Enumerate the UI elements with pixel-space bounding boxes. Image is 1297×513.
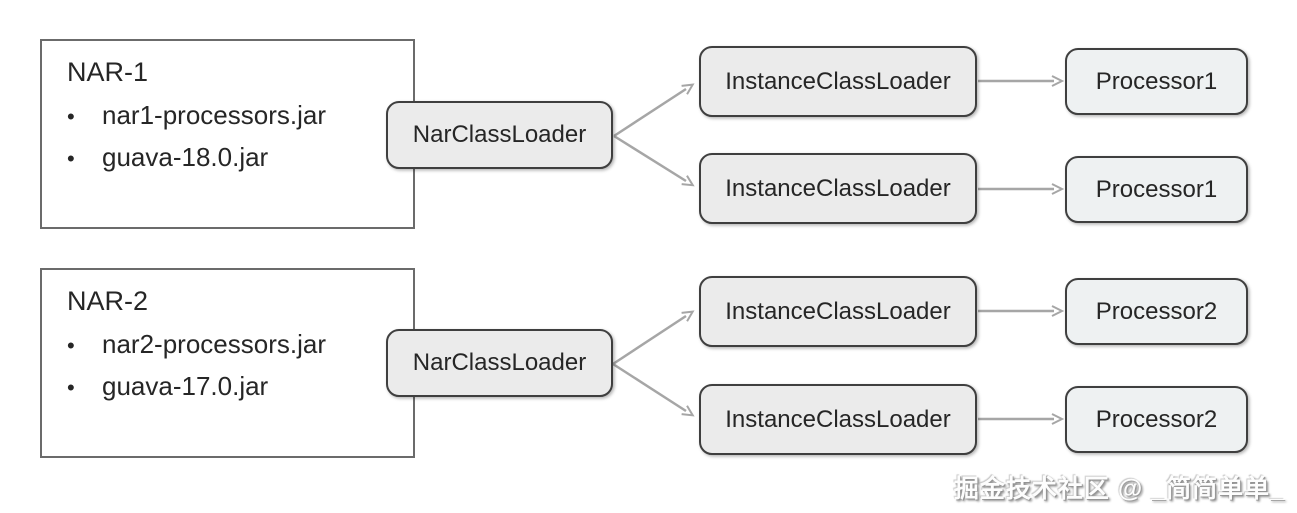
processor-node-4: Processor2 <box>1065 386 1248 453</box>
nar1-item-label: guava-18.0.jar <box>102 142 269 172</box>
nar2-item-label: nar2-processors.jar <box>102 329 326 359</box>
instance-class-loader-4: InstanceClassLoader <box>699 384 977 455</box>
watermark: 掘金技术社区 @ _简简单单_ <box>953 475 1285 503</box>
processor-node-2: Processor1 <box>1065 156 1248 223</box>
nar2-box: NAR-2 • nar2-processors.jar • guava-17.0… <box>40 268 415 458</box>
nar1-item-guava: • guava-18.0.jar <box>67 137 413 179</box>
instance-class-loader-2: InstanceClassLoader <box>699 153 977 224</box>
arrow-narloader2-to-instance3 <box>612 310 695 366</box>
nar1-title: NAR-1 <box>67 57 149 87</box>
processor-node-3: Processor2 <box>1065 278 1248 345</box>
bullet-icon: • <box>67 375 75 400</box>
nar1-item-label: nar1-processors.jar <box>102 100 326 130</box>
nar2-item-label: guava-17.0.jar <box>102 371 269 401</box>
processor-node-1: Processor1 <box>1065 48 1248 115</box>
nar1-item-jar: • nar1-processors.jar <box>67 95 413 137</box>
instance-class-loader-3: InstanceClassLoader <box>699 276 977 347</box>
bullet-icon: • <box>67 104 75 129</box>
arrow-narloader2-to-instance4 <box>612 362 695 417</box>
nar2-item-guava: • guava-17.0.jar <box>67 366 413 408</box>
arrow-narloader1-to-instance1 <box>613 83 695 138</box>
nar2-item-jar: • nar2-processors.jar <box>67 324 413 366</box>
nar1-box: NAR-1 • nar1-processors.jar • guava-18.0… <box>40 39 415 229</box>
instance-class-loader-1: InstanceClassLoader <box>699 46 977 117</box>
arrow-narloader1-to-instance2 <box>613 134 695 187</box>
bullet-icon: • <box>67 146 75 171</box>
nar2-title: NAR-2 <box>67 286 149 316</box>
nar-class-loader-1: NarClassLoader <box>386 101 613 169</box>
nar-class-loader-2: NarClassLoader <box>386 329 613 397</box>
bullet-icon: • <box>67 333 75 358</box>
